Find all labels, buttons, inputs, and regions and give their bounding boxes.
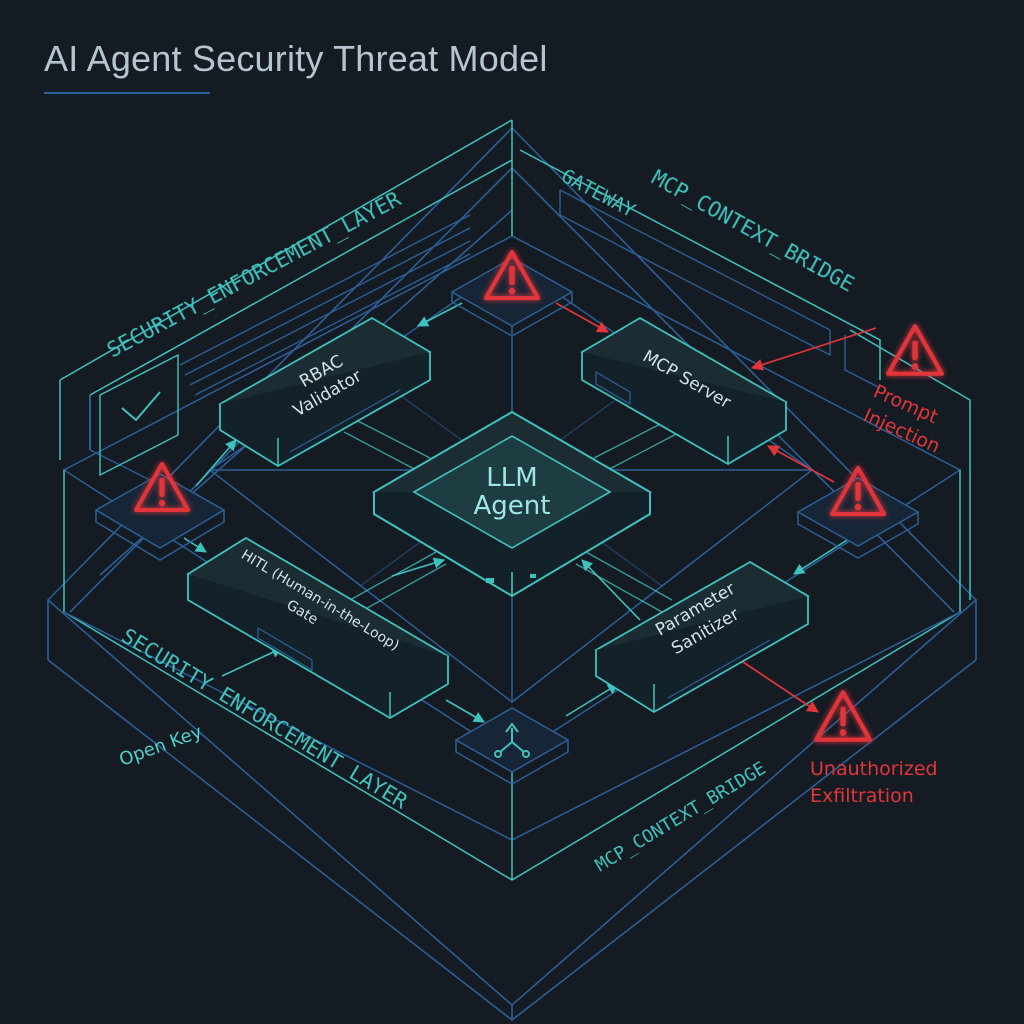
router-pad: [454, 707, 570, 785]
arrow-open-key: [221, 647, 284, 677]
arrow-hitl-to-router: [445, 699, 485, 723]
arrow-threat-to-mcp-lower: [766, 445, 835, 483]
arrow-gateway-to-rbac: [417, 302, 463, 327]
arrow-threat-to-hitl: [183, 537, 207, 553]
parameter-sanitizer-node: Parameter Sanitizer: [594, 560, 810, 714]
arrow-threat-to-mcp: [555, 302, 610, 333]
arrow-prompt-injection: [750, 327, 877, 371]
gateway-label: GATEWAY: [558, 165, 640, 222]
rbac-validator-node: RBAC Validator: [218, 316, 432, 468]
log-panel-left: [89, 214, 471, 481]
llm-agent-core-node: LLM Agent: [372, 410, 652, 598]
core-label-line1: LLM: [486, 463, 537, 493]
arrow-hitl-to-core: [391, 557, 446, 577]
open-key-label: Open Key: [117, 721, 206, 770]
warning-triangle-icon: [888, 326, 942, 374]
arrow-threat-to-rbac: [195, 439, 237, 487]
threat-arrows: [555, 302, 877, 713]
arrow-sanitizer-to-core: [581, 559, 641, 621]
title-underline: [44, 92, 210, 94]
arrow-exfiltration: [739, 659, 819, 713]
exfiltration-label-line1: Unauthorized: [810, 758, 938, 780]
hitl-gate-node: HITL (Human-in-the-Loop) Gate: [186, 536, 450, 720]
arrow-router-to-sanitizer: [565, 683, 619, 717]
checkmark-icon: [121, 391, 161, 422]
network-branch-icon: [494, 722, 530, 758]
page-title: AI Agent Security Threat Model: [44, 38, 548, 79]
arrow-threat-to-sanitizer: [793, 534, 856, 575]
core-label-line2: Agent: [474, 491, 551, 521]
mcp-server-node: MCP Server: [580, 316, 788, 466]
exfiltration-label-line2: Exfiltration: [810, 785, 914, 807]
flow-arrows: [183, 302, 856, 723]
